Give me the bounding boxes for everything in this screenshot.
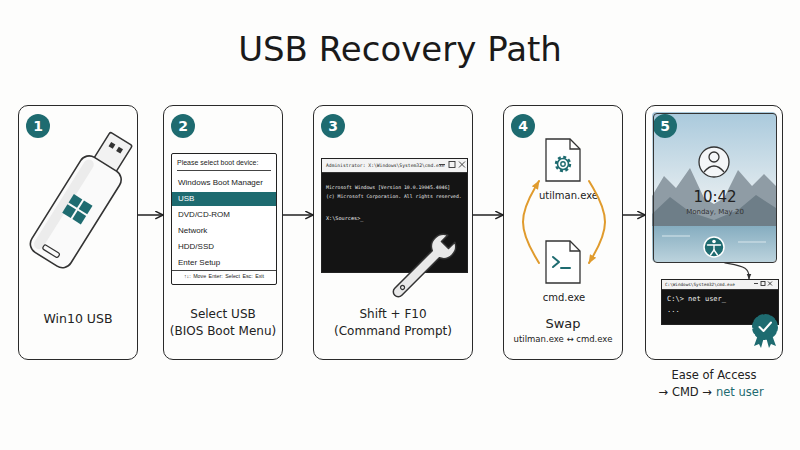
boot-option: Network (178, 224, 207, 238)
usb-drive-illustration (32, 158, 96, 251)
accessibility-icon (704, 237, 724, 257)
cmd-window: C:\Windows\System32\cmd.exeC:\> net user… (661, 279, 779, 325)
swap-arrow (523, 181, 539, 263)
swap-arrow (589, 181, 605, 263)
flow-arrow (623, 214, 645, 216)
step-panel: 2Select USB(BIOS Boot Menu) Please select… (163, 105, 283, 360)
lock-screen-illustration (652, 226, 776, 262)
usb-drive-illustration (72, 211, 86, 225)
settings-file-icon (561, 162, 565, 166)
command-highlight: net user (716, 385, 764, 400)
key-hints: ↑↓: Move Enter: Select Esc: Exit (172, 270, 276, 282)
usb-drive-illustration (116, 147, 123, 154)
console-prompt: C:\> net user_ (667, 294, 726, 304)
user-avatar-icon (709, 152, 719, 162)
step-label: Swap (504, 315, 622, 332)
step-label: Shift + F10 (314, 306, 472, 322)
console-prompt: X:\Sources>_ (326, 214, 363, 222)
verified-badge (754, 335, 764, 348)
flow-arrow (283, 214, 313, 216)
terminal-file-icon (546, 241, 580, 283)
step-number: 4 (511, 114, 535, 138)
step-label: Win10 USB (19, 311, 137, 328)
boot-option-selected: USB (172, 192, 276, 206)
settings-file-icon (546, 139, 580, 181)
usb-drive-illustration (79, 200, 93, 214)
lock-date: Monday, May 20 (654, 208, 776, 217)
usb-drive-illustration (27, 152, 125, 271)
file-name: utilman.exe (539, 189, 589, 203)
step-label: (BIOS Boot Menu) (164, 323, 282, 339)
flow-arrow (473, 214, 503, 216)
accessibility-icon (712, 240, 716, 244)
user-avatar-icon (704, 166, 724, 172)
settings-file-icon (556, 157, 570, 171)
usb-drive-illustration (27, 127, 141, 272)
user-avatar-icon (699, 147, 729, 177)
usb-drive-illustration (62, 204, 76, 218)
step-number: 3 (321, 114, 345, 138)
flow-arrow (138, 214, 163, 216)
lock-screen-illustration (662, 236, 690, 237)
step-label: (Command Prompt) (314, 323, 472, 339)
usb-drive-illustration (93, 132, 132, 173)
window-title: Administrator: X:\Windows\System32\cmd.e… (322, 159, 467, 173)
terminal-file-icon (546, 241, 580, 283)
user-avatar-icon (699, 147, 729, 177)
boot-menu-header: Please select boot device: (177, 158, 271, 171)
boot-option: DVD/CD-ROM (178, 208, 230, 222)
step-panel: 4Swaputilman.exe ↔ cmd.exe utilman.exe cmd… (503, 105, 623, 360)
console-line: Microsoft Windows [Version 10.0.19045.40… (326, 184, 450, 192)
cmd-window: Administrator: X:\Windows\System32\cmd.e… (321, 158, 468, 273)
lock-screen-illustration (738, 242, 766, 243)
file-icon-box: cmd.exe (539, 241, 589, 307)
terminal-file-icon (561, 267, 570, 269)
step-label: Select USB (164, 306, 282, 322)
settings-file-icon (558, 159, 569, 170)
result-caption: Ease of Access (646, 368, 782, 384)
console-line: (c) Microsoft Corporation. All rights re… (326, 193, 462, 201)
lock-screen: 10:42Monday, May 20 (653, 113, 777, 263)
terminal-file-icon (553, 257, 559, 267)
step-panel: 5Ease of Access→ CMD →net user10:42Monda… (645, 105, 783, 360)
lock-time: 10:42 (654, 188, 776, 207)
accessibility-icon (714, 250, 718, 255)
pointer-arrow (725, 263, 749, 279)
file-icon-box: utilman.exe (539, 139, 589, 205)
terminal-file-icon (570, 241, 580, 251)
step-number: 1 (26, 114, 50, 138)
usb-drive-illustration (109, 142, 116, 149)
console-line: ... (667, 305, 680, 315)
boot-option: Windows Boot Manager (178, 176, 263, 190)
swap-detail: utilman.exe ↔ cmd.exe (504, 333, 622, 346)
result-caption: → CMD → (646, 385, 712, 400)
window-title: C:\Windows\System32\cmd.exe (662, 280, 778, 290)
lock-screen-illustration (652, 112, 776, 262)
usb-drive-illustration (42, 244, 60, 258)
settings-file-icon (546, 139, 580, 181)
wrench-illustration (400, 285, 406, 291)
boot-menu-window: Please select boot device: Windows Boot M… (171, 153, 277, 285)
accessibility-icon (711, 250, 715, 255)
step-number: 5 (653, 114, 677, 138)
verified-badge (766, 335, 776, 348)
step-number: 2 (171, 114, 195, 138)
step-panel: 3Shift + F10(Command Prompt) Administrato… (313, 105, 473, 360)
file-name: cmd.exe (539, 291, 589, 305)
accessibility-icon (704, 237, 724, 257)
diagram-title: USB Recovery Path (0, 24, 800, 74)
boot-option: Enter Setup (178, 256, 220, 270)
usb-drive-illustration (69, 194, 83, 208)
accessibility-icon (713, 245, 714, 250)
window-controls (439, 162, 772, 286)
boot-option: HDD/SSD (178, 240, 214, 254)
step-panel: 1Win10 USB (18, 105, 138, 360)
lock-screen-illustration (652, 112, 776, 262)
settings-file-icon (570, 139, 580, 149)
